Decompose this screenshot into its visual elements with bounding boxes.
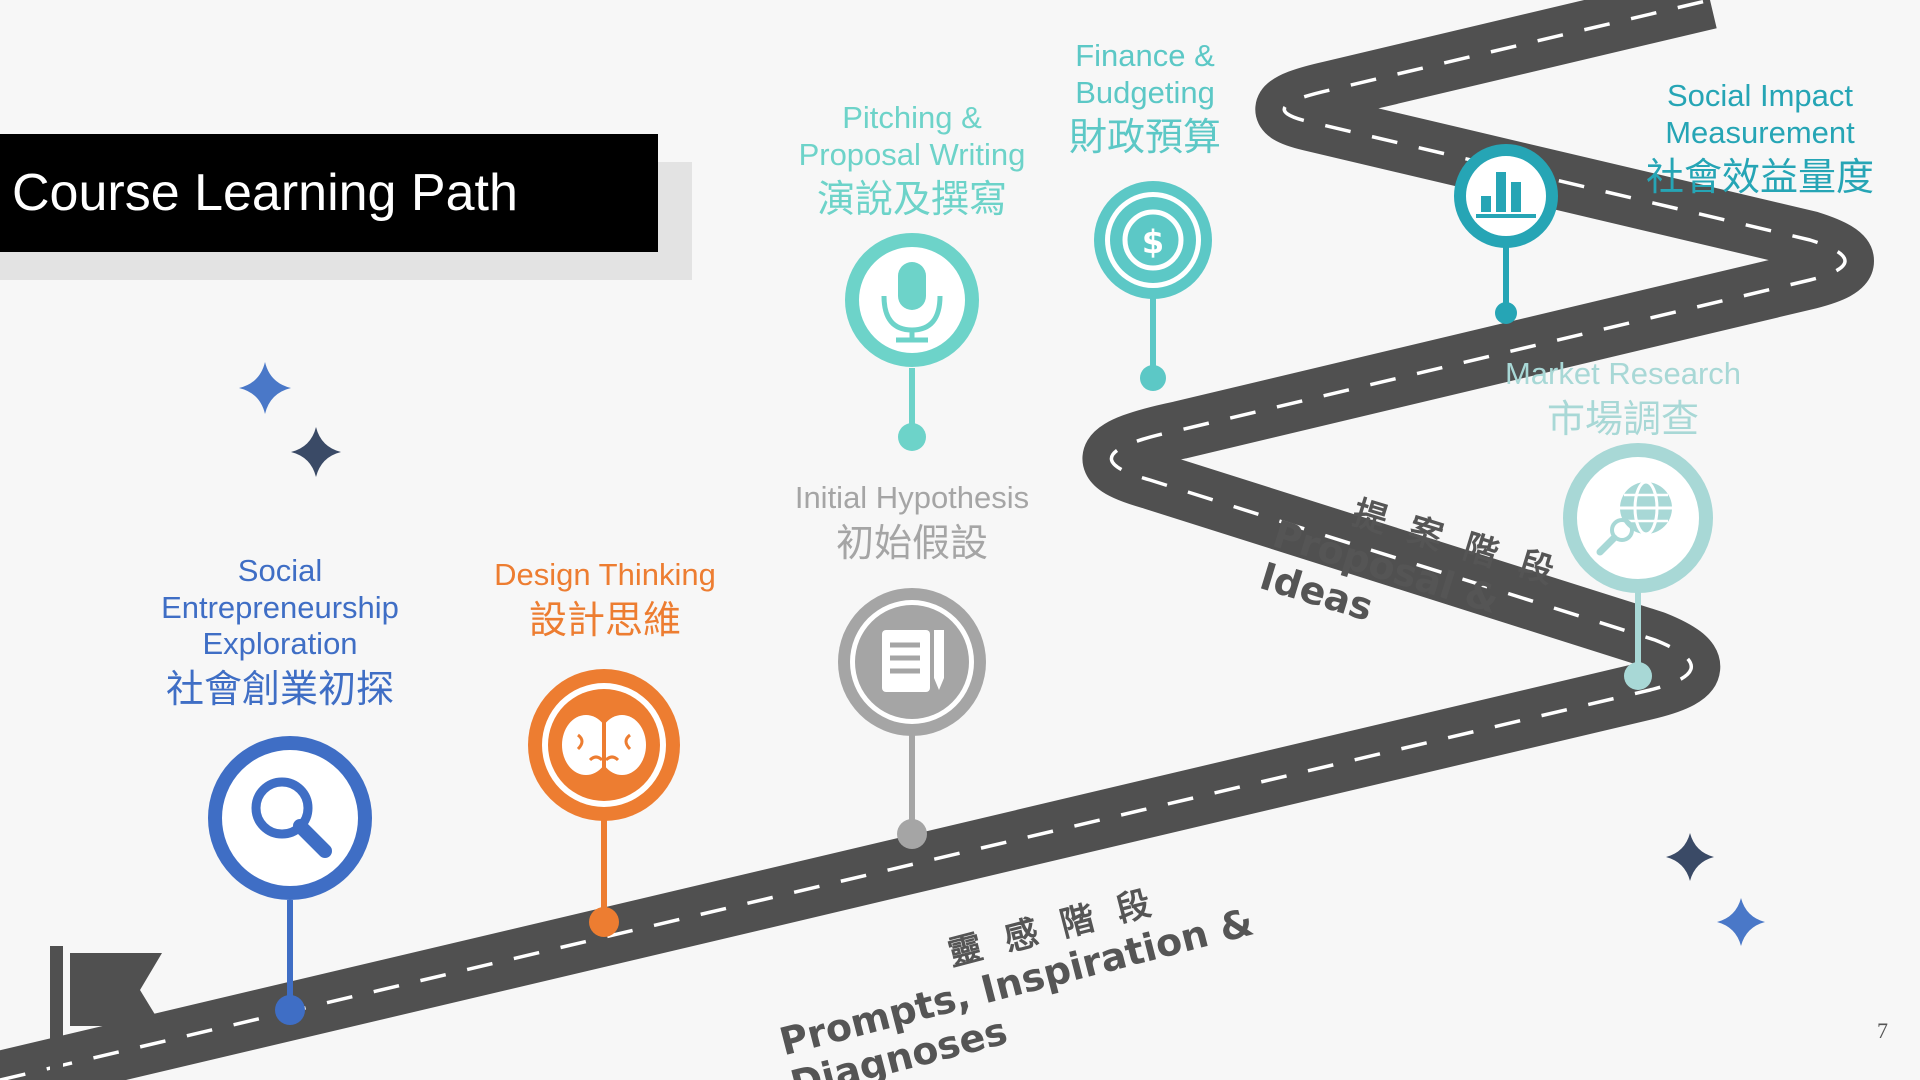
document-pen-icon (882, 630, 944, 692)
milestone-pin-initial-hypothesis[interactable] (838, 588, 986, 849)
milestone-label-social-impact: Social Impact Measurement 社會效益量度 (1622, 78, 1898, 200)
milestone-label-social-entrepreneurship: Social Entrepreneurship Exploration 社會創業… (135, 553, 425, 712)
microphone-icon (866, 254, 958, 346)
milestone-pin-design-thinking[interactable] (528, 669, 680, 937)
milestone-label-en: Pitching & Proposal Writing (798, 100, 1026, 172)
milestone-label-zh: 社會效益量度 (1645, 155, 1874, 200)
milestone-label-zh: 演說及撰寫 (816, 177, 1007, 222)
sparkle-icon (239, 362, 1765, 946)
magnifier-icon (251, 777, 332, 858)
milestone-label-zh: 設計思維 (528, 597, 681, 642)
milestone-label-pitching: Pitching & Proposal Writing 演說及撰寫 (752, 100, 1072, 222)
milestone-label-zh: 社會創業初探 (165, 666, 394, 711)
milestone-label-initial-hypothesis: Initial Hypothesis 初始假設 (752, 480, 1072, 565)
milestone-label-market-research: Market Research 市場調查 (1478, 356, 1768, 441)
milestone-pin-social-impact[interactable] (1454, 144, 1558, 324)
milestone-label-en: Market Research (1504, 356, 1742, 391)
bar-chart-icon (1476, 172, 1536, 218)
page-number: 7 (1877, 1018, 1888, 1043)
milestone-label-zh: 初始假設 (835, 520, 988, 565)
milestone-label-design-thinking: Design Thinking 設計思維 (460, 557, 750, 642)
flag-icon (50, 946, 162, 1080)
milestone-label-en: Finance & Budgeting (1075, 38, 1215, 110)
milestone-label-finance: Finance & Budgeting 財政預算 (1030, 38, 1260, 160)
milestone-label-en: Design Thinking (494, 557, 716, 592)
milestone-label-zh: 財政預算 (1068, 115, 1221, 160)
milestone-pin-pitching[interactable] (845, 233, 979, 451)
milestone-label-zh: 市場調查 (1546, 396, 1699, 441)
brain-icon (562, 715, 646, 775)
milestone-pin-finance[interactable]: $ (1094, 181, 1212, 391)
page-title-text: Course Learning Path (12, 164, 518, 222)
page-title: Course Learning Path (0, 134, 658, 252)
globe-search-icon (1596, 480, 1672, 556)
milestone-pin-market-research[interactable] (1563, 443, 1713, 690)
road (0, 0, 1874, 1080)
milestone-label-en: Initial Hypothesis (794, 480, 1030, 515)
milestone-pin-social-entrepreneurship[interactable] (208, 736, 372, 1025)
dollar-coin-icon: $ (1122, 209, 1184, 271)
milestone-label-en: Social Entrepreneurship Exploration (161, 553, 399, 662)
svg-text:$: $ (1142, 223, 1164, 261)
milestone-label-en: Social Impact Measurement (1665, 78, 1855, 150)
